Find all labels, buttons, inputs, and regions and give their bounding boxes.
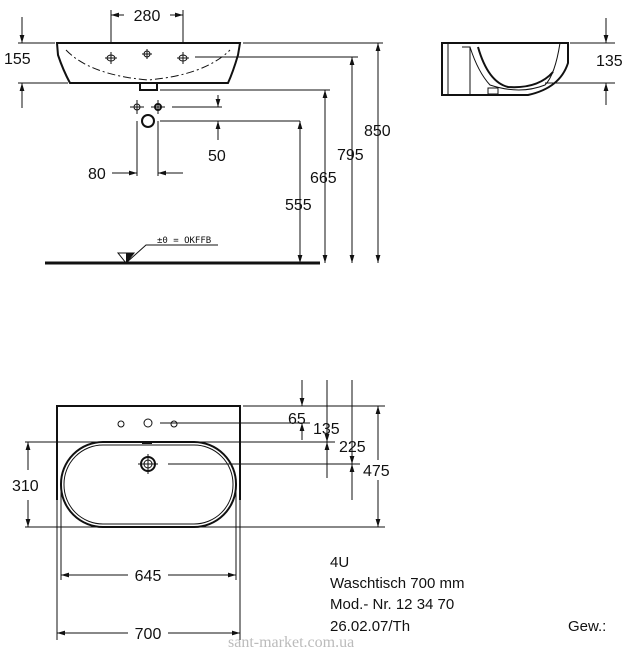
top-tap-holes [117,418,178,428]
dim-155: 155 [4,51,31,68]
product-label: Waschtisch 700 mm [330,575,464,592]
top-view: 65 135 225 475 310 645 700 [12,380,390,643]
side-dim-135: 135 [596,53,623,70]
series-label: 4U [330,554,349,571]
floor-reference-label: ±0 = OKFFB [157,236,211,246]
tap-holes [105,49,189,64]
front-view: 280 155 50 80 555 665 795 850 ±0 = OKFFB [4,8,391,265]
weight-label: Gew.: [568,618,606,635]
dim-850: 850 [364,123,391,140]
dim-795: 795 [337,147,364,164]
date-label: 26.02.07/Th [330,618,410,635]
dim-135-top: 135 [313,421,340,438]
dim-65: 65 [288,411,306,428]
dim-645: 645 [135,568,162,585]
basin-front-outline [55,42,242,84]
dim-225: 225 [339,439,366,456]
dim-475: 475 [363,463,390,480]
watermark: sant-market.com.ua [228,634,354,650]
side-view: 135 [441,18,623,105]
dim-280: 280 [134,8,161,25]
dim-310: 310 [12,478,39,495]
dim-665: 665 [310,170,337,187]
dim-50: 50 [208,148,226,165]
connections [130,100,165,128]
dim-700: 700 [135,626,162,643]
dim-80: 80 [88,166,106,183]
dim-555: 555 [285,197,312,214]
model-number: Mod.- Nr. 12 34 70 [330,596,454,613]
title-block: 4U Waschtisch 700 mm Mod.- Nr. 12 34 70 … [330,554,606,635]
outlet [139,82,158,91]
